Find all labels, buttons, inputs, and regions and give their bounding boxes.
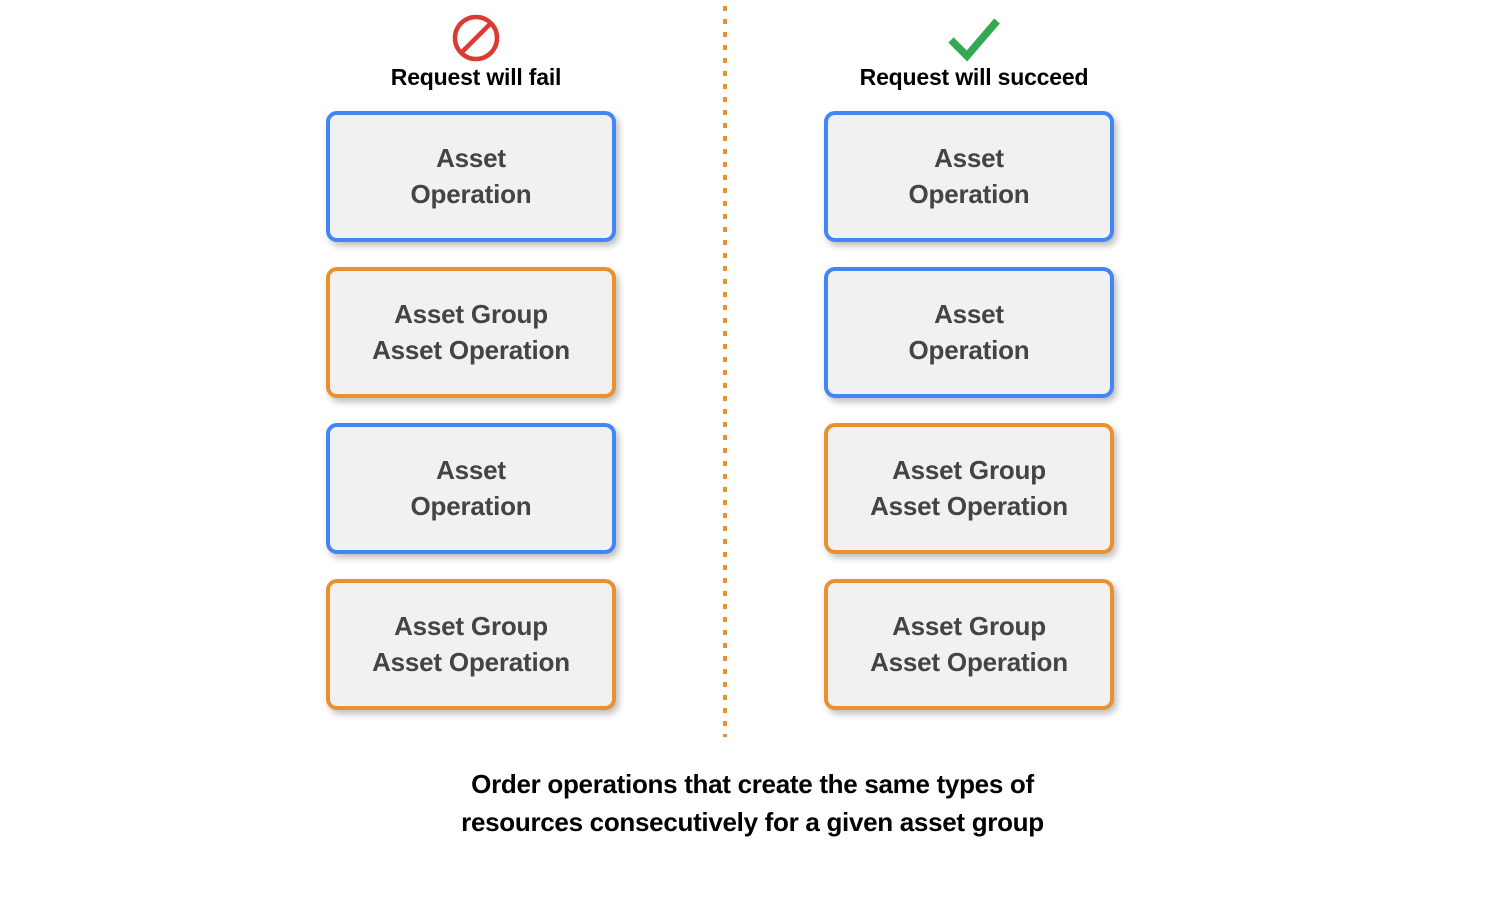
operation-box[interactable]: Asset Group Asset Operation <box>326 579 616 710</box>
operation-box-label: Asset Operation <box>908 298 1030 365</box>
prohibited-icon <box>451 12 501 64</box>
column-header-fail: Request will fail <box>326 12 626 100</box>
operation-box-label: Asset Operation <box>410 454 532 521</box>
column-fail: Request will fail Asset Operation Asset … <box>326 12 626 710</box>
box-stack-succeed: Asset Operation Asset Operation Asset Gr… <box>824 111 1124 710</box>
operation-box[interactable]: Asset Group Asset Operation <box>824 579 1114 710</box>
operation-box[interactable]: Asset Operation <box>824 267 1114 398</box>
column-header-succeed: Request will succeed <box>824 12 1124 100</box>
columns-container: Request will fail Asset Operation Asset … <box>326 12 1124 710</box>
box-stack-fail: Asset Operation Asset Group Asset Operat… <box>326 111 626 710</box>
operation-box-label: Asset Group Asset Operation <box>870 610 1068 677</box>
operation-box[interactable]: Asset Operation <box>326 423 616 554</box>
column-succeed: Request will succeed Asset Operation Ass… <box>824 12 1124 710</box>
checkmark-icon <box>943 12 1005 64</box>
diagram-caption: Order operations that create the same ty… <box>461 769 1044 837</box>
operation-box-label: Asset Group Asset Operation <box>372 298 570 365</box>
operation-box-label: Asset Operation <box>410 142 532 209</box>
operation-box[interactable]: Asset Operation <box>326 111 616 242</box>
operation-box[interactable]: Asset Group Asset Operation <box>326 267 616 398</box>
operation-box[interactable]: Asset Group Asset Operation <box>824 423 1114 554</box>
column-header-label-fail: Request will fail <box>390 64 562 90</box>
operation-box-label: Asset Group Asset Operation <box>372 610 570 677</box>
column-divider <box>723 6 727 737</box>
operation-box-label: Asset Operation <box>908 142 1030 209</box>
operation-box[interactable]: Asset Operation <box>824 111 1114 242</box>
column-header-label-succeed: Request will succeed <box>859 64 1089 90</box>
operation-box-label: Asset Group Asset Operation <box>870 454 1068 521</box>
